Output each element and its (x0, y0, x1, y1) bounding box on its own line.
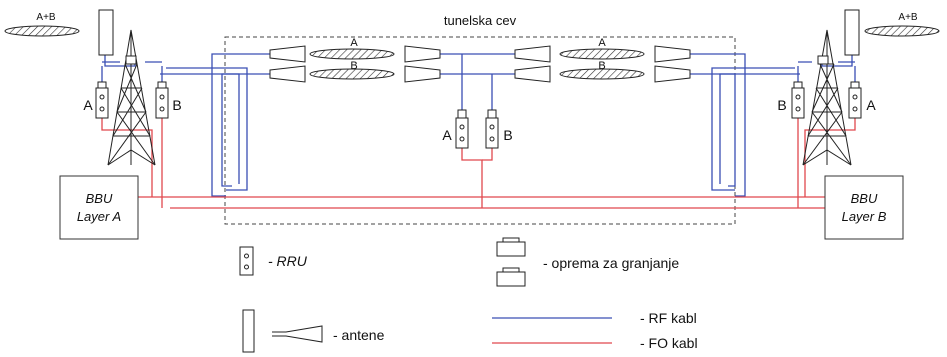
bbu-right-box (824, 175, 904, 240)
splitter-boxes (97, 55, 860, 119)
rru-center-a-label: A (442, 127, 452, 143)
legend-rru-text: - RRU (268, 253, 308, 269)
omni-antenna-left (4, 25, 80, 37)
omni-antenna-right (864, 25, 940, 37)
legend-fo-text: - FO kabl (640, 335, 698, 351)
horn-antenna-center-r2 (514, 65, 551, 83)
rru-center-b-label: B (503, 127, 512, 143)
horn-antenna-left-1 (269, 45, 306, 63)
tower-panel-antenna-right (844, 9, 860, 56)
omni-label-left: A+B (36, 12, 56, 23)
bbu-left-box (59, 175, 139, 240)
coverage-left-a-label: A (350, 37, 358, 49)
horn-antenna-right-2 (654, 65, 691, 83)
horn-antenna-center-l1 (404, 45, 441, 63)
legend-rru-icon (239, 246, 254, 276)
legend: - RRU - oprema za granjanje - antene - R… (239, 237, 698, 353)
legend-splitter-text: - oprema za granjanje (543, 255, 679, 271)
rru-right-b (791, 87, 805, 119)
legend-splitter-icon (496, 237, 526, 287)
tunnel-label: tunelska cev (444, 13, 517, 28)
right-tower (802, 29, 852, 166)
coverage-left-a (309, 48, 395, 60)
coverage-left-b-label: B (350, 60, 357, 72)
rru-left-a-label: A (83, 97, 93, 113)
rf-cables (101, 53, 856, 197)
rru-right-a (848, 87, 862, 119)
horn-antenna-right-1 (654, 45, 691, 63)
left-tower (107, 29, 156, 166)
coverage-right-a-label: A (598, 37, 606, 49)
bbu-left-line2: Layer A (77, 209, 121, 224)
omni-label-right: A+B (898, 12, 918, 23)
tunnel-frame (224, 36, 736, 225)
horn-antenna-center-l2 (404, 65, 441, 83)
horn-antenna-center-r1 (514, 45, 551, 63)
rru-right-b-label: B (777, 97, 786, 113)
tower-panel-antenna-left (98, 9, 114, 56)
legend-rf-text: - RF kabl (640, 310, 697, 326)
coverage-right-a (559, 48, 645, 60)
legend-panel-antenna-icon (242, 309, 255, 353)
rru-center-a (455, 117, 469, 149)
rru-left-b (155, 87, 169, 119)
bbu-left-line1: BBU (86, 191, 113, 206)
fo-cables (101, 118, 856, 209)
legend-horn-antenna-icon (272, 325, 323, 343)
rru-right-a-label: A (866, 97, 876, 113)
bbu-right-line2: Layer B (842, 209, 887, 224)
coverage-right-b (559, 68, 645, 80)
coverage-right-b-label: B (598, 60, 605, 72)
rru-left-b-label: B (172, 97, 181, 113)
rru-left-a (95, 87, 109, 119)
coverage-left-b (309, 68, 395, 80)
tunnel-antennas (269, 45, 691, 83)
bbu-right-line1: BBU (851, 191, 878, 206)
rru-center-b (485, 117, 499, 149)
horn-antenna-left-2 (269, 65, 306, 83)
legend-antenna-text: - antene (333, 327, 385, 343)
